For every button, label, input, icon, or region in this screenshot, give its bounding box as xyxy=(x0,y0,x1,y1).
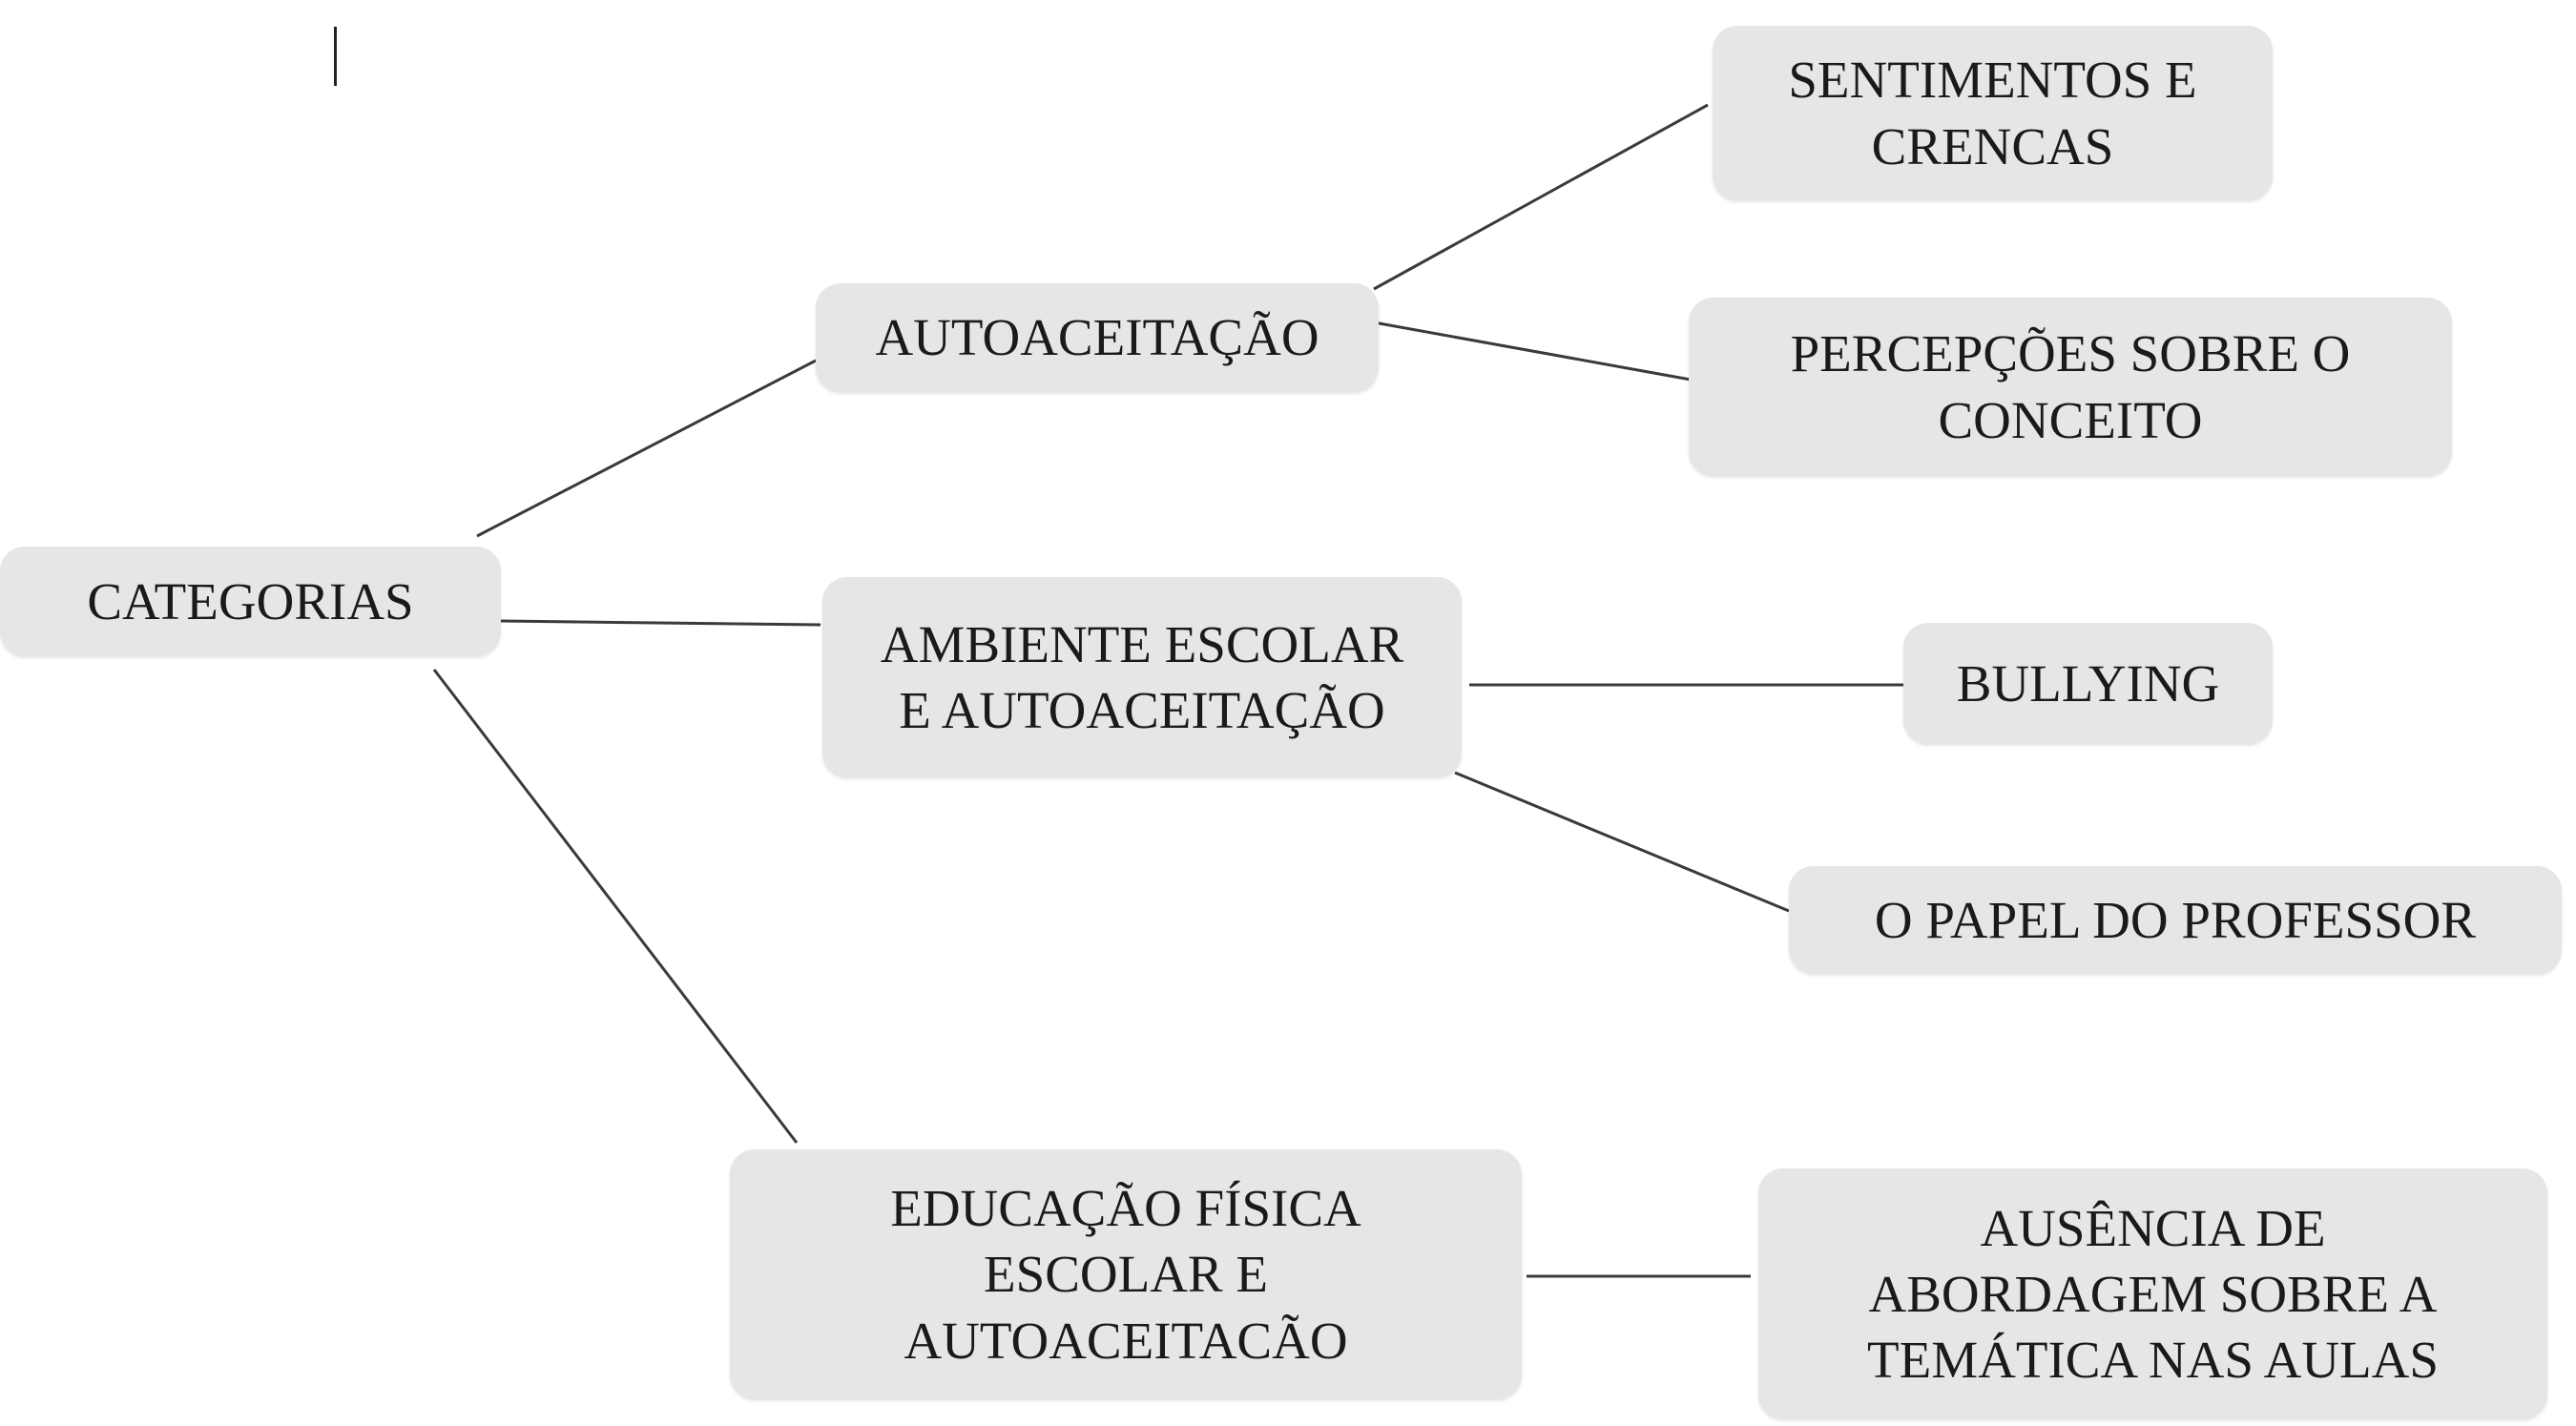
connector-autoaceitacao-to-sentimentos xyxy=(1373,103,1709,291)
node-percepcoes-sobre-o-conceito: PERCEPÇÕES SOBRE O CONCEITO xyxy=(1689,298,2452,476)
node-ausencia-de-abordagem: AUSÊNCIA DE ABORDAGEM SOBRE A TEMÁTICA N… xyxy=(1758,1168,2547,1419)
node-categorias: CATEGORIAS xyxy=(0,547,501,656)
connector-ambiente-to-papel-professor xyxy=(1454,771,1790,913)
connector-root-to-autoaceitacao xyxy=(476,359,817,538)
connector-root-to-educacao-fisica xyxy=(432,669,799,1144)
node-ambiente-escolar: AMBIENTE ESCOLAR E AUTOACEITAÇÃO xyxy=(822,577,1462,777)
node-autoaceitacao: AUTOACEITAÇÃO xyxy=(816,283,1379,392)
node-educacao-fisica: EDUCAÇÃO FÍSICA ESCOLAR E AUTOACEITACÃO xyxy=(730,1149,1522,1399)
node-o-papel-do-professor: O PAPEL DO PROFESSOR xyxy=(1789,866,2562,974)
text-cursor xyxy=(334,27,337,86)
node-bullying: BULLYING xyxy=(1903,623,2273,744)
connector-autoaceitacao-to-percepcoes xyxy=(1373,320,1692,382)
node-sentimentos-e-crencas: SENTIMENTOS E CRENCAS xyxy=(1713,26,2273,200)
connector-root-to-ambiente-escolar xyxy=(500,619,821,627)
